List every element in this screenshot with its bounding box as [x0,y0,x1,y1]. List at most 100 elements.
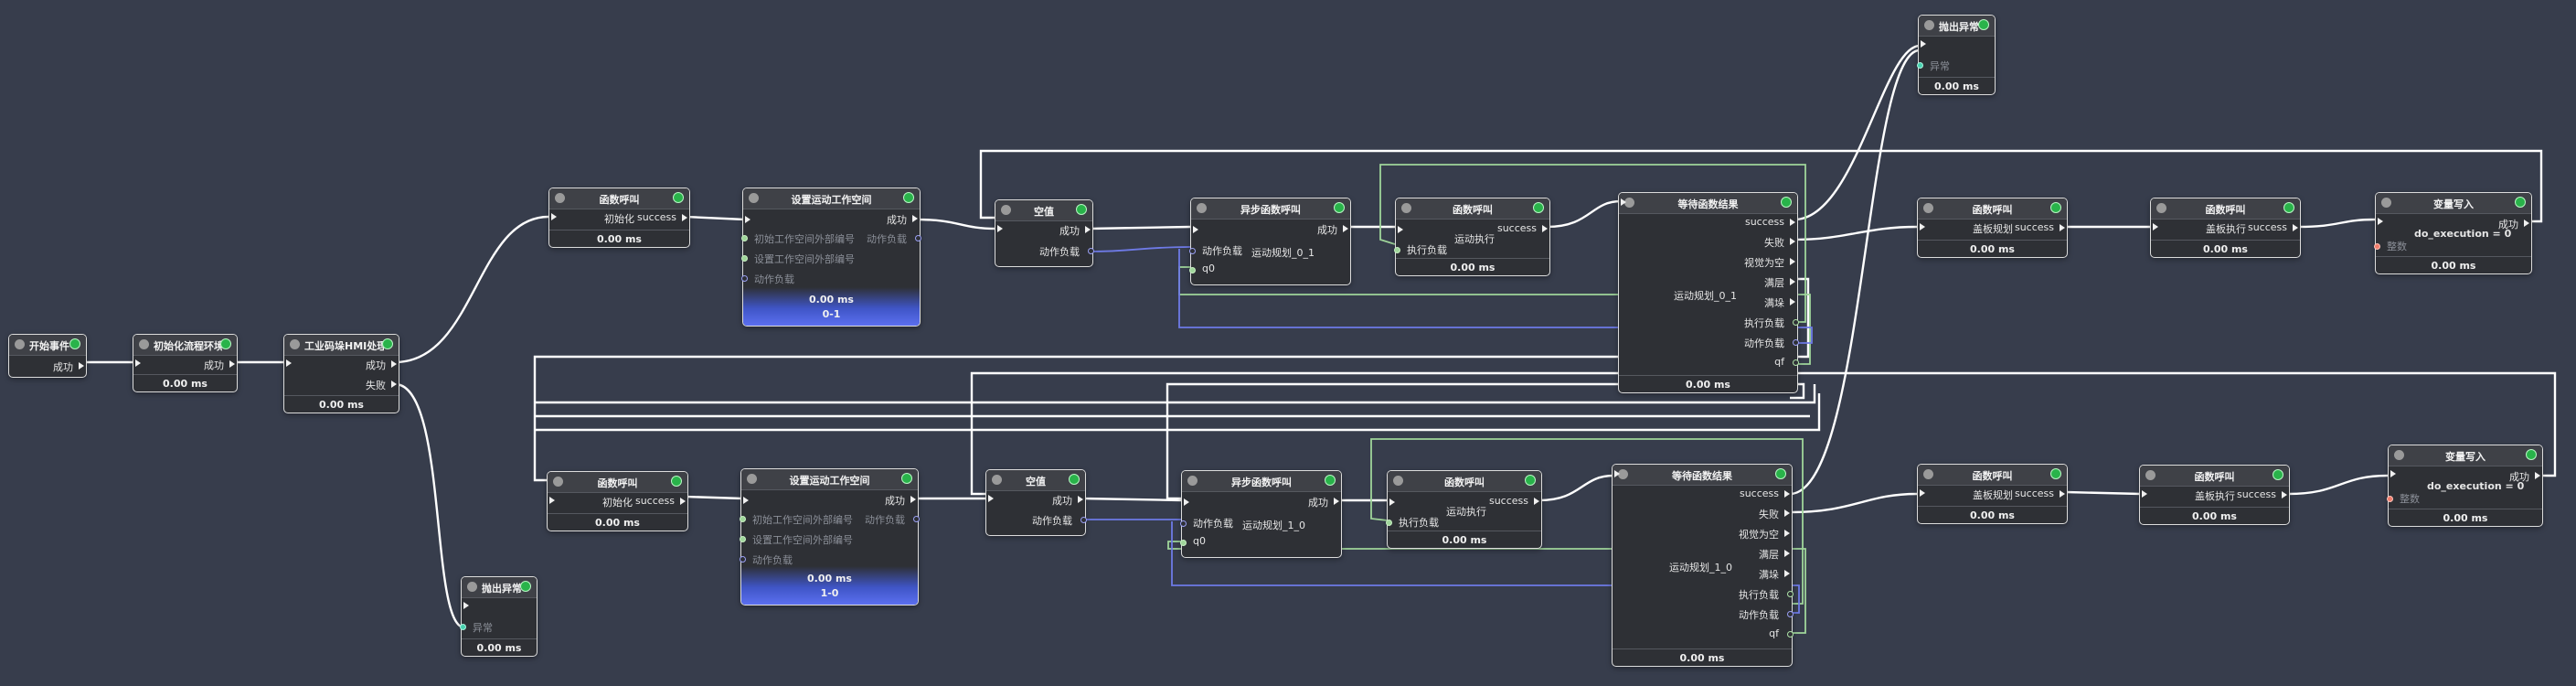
in-payload-pin[interactable] [1189,248,1196,254]
in-payload-pin[interactable] [740,556,746,563]
exec-out-port[interactable] [1784,509,1790,517]
out-payload-pin[interactable] [1080,517,1087,523]
node-fn-call-plan-top[interactable]: 函数呼叫 盖板规划 success 0.00 ms [1917,198,2068,258]
exec-in-port[interactable] [551,213,557,220]
node-fn-call-exec-top[interactable]: 函数呼叫 success 运动执行 执行负载 0.00 ms [1394,198,1550,276]
exec-out-port[interactable] [912,215,918,222]
exec-out-port[interactable] [2524,220,2529,227]
exec-out-port[interactable] [1343,225,1348,232]
node-async-call-top[interactable]: 异步函数呼叫 成功 动作负载 运动规划_0_1 q0 [1189,198,1351,285]
exec-in-port[interactable] [1920,489,1925,497]
node-fn-call-run-bottom[interactable]: 函数呼叫 盖板执行 success 0.00 ms [2139,465,2290,525]
exec-out-port[interactable] [2535,472,2540,479]
exec-in-port[interactable] [1193,226,1198,233]
in-q0-pin[interactable] [1189,267,1196,273]
in-integer-pin[interactable] [2374,243,2380,250]
node-var-write-top[interactable]: 变量写入 成功 do_execution = 0 整数 0.00 ms [2374,192,2532,274]
exec-out-port[interactable] [2282,491,2287,498]
in-integer-pin[interactable] [2387,496,2393,502]
exec-out-port[interactable] [1784,490,1790,498]
node-fn-call-init-top[interactable]: 函数呼叫 初始化 success 0.00 ms [548,188,690,248]
exec-out-port[interactable] [682,214,687,221]
exec-out-port[interactable] [680,498,686,505]
exec-out-port[interactable] [1085,226,1091,233]
exec-in-port[interactable] [2142,490,2147,498]
out-payload-pin[interactable] [913,516,920,522]
node-null-top[interactable]: 空值 成功 动作负载 [995,199,1094,267]
exec-out-port[interactable] [1542,225,1548,232]
in-exec-payload-pin[interactable] [1394,247,1400,253]
exec-in-port[interactable] [463,602,469,609]
exec-in-port[interactable] [1614,470,1620,477]
node-wait-result-top[interactable]: 等待函数结果 success 失败 视觉为空 满层 运动规划_0_1 满垛 执行… [1618,192,1799,393]
in-exec-payload-pin[interactable] [1386,520,1392,526]
exec-in-port[interactable] [743,497,749,504]
out-exec-payload-pin[interactable] [1793,319,1799,326]
exec-in-port[interactable] [988,495,994,502]
node-hmi-process[interactable]: 工业码垛HMI处理 成功 失败 0.00 ms [283,334,399,413]
exec-out-port[interactable] [1078,496,1083,503]
node-start-event[interactable]: 开始事件 成功 [8,334,87,378]
exec-out-port[interactable] [1334,498,1339,505]
node-throw-exception-top[interactable]: 抛出异常 异常 0.00 ms [1917,15,1996,95]
exec-in-port[interactable] [1920,223,1925,230]
exec-in-port[interactable] [997,225,1003,232]
in-set-ws-pin[interactable] [741,255,748,262]
out-exec-payload-pin[interactable] [1787,591,1794,597]
out-qf-pin[interactable] [1787,631,1794,638]
in-set-ws-pin[interactable] [740,536,746,542]
exec-out-port[interactable] [1784,530,1790,537]
exec-out-port[interactable] [2060,490,2065,498]
exec-in-port[interactable] [1184,498,1189,506]
exec-in-port[interactable] [2153,223,2158,230]
node-fn-call-init-bottom[interactable]: 函数呼叫 初始化 success 0.00 ms [547,471,688,531]
node-fn-call-exec-bottom[interactable]: 函数呼叫 success 运动执行 执行负载 0.00 ms [1386,470,1542,549]
exec-out-port[interactable] [1784,550,1790,557]
exec-out-fail-port[interactable] [391,381,397,388]
node-fn-call-plan-bottom[interactable]: 函数呼叫 盖板规划 success 0.00 ms [1917,464,2068,524]
in-q0-pin[interactable] [1180,540,1187,546]
node-set-workspace-top[interactable]: 设置运动工作空间 成功 动作负载 初始工作空间外部编号 设置工作空间外部编号 动… [741,188,921,327]
node-throw-exception-bottom[interactable]: 抛出异常 异常 0.00 ms [460,576,538,657]
exec-in-port[interactable] [135,359,141,367]
node-init-env[interactable]: 初始化流程环境 成功 0.00 ms [133,334,238,392]
node-wait-result-bottom[interactable]: 等待函数结果 success 失败 视觉为空 满层 运动规划_1_0 满垛 执行… [1612,464,1794,667]
exec-out-port[interactable] [1790,258,1795,265]
in-payload-pin[interactable] [1180,520,1187,527]
out-payload-pin[interactable] [1793,339,1799,346]
in-payload-pin[interactable] [741,275,748,282]
exec-out-port[interactable] [79,362,84,370]
exec-out-port[interactable] [1534,498,1539,505]
exec-in-port[interactable] [1621,198,1626,206]
exec-out-success-port[interactable] [391,360,397,368]
exec-out-port[interactable] [1784,570,1790,577]
out-payload-pin[interactable] [1088,248,1094,254]
exec-in-port[interactable] [1398,226,1403,233]
node-set-workspace-bottom[interactable]: 设置运动工作空间 成功 动作负载 初始工作空间外部编号 设置工作空间外部编号 动… [740,468,920,606]
exec-in-port[interactable] [1389,498,1395,506]
exec-in-port[interactable] [2378,218,2383,225]
node-var-write-bottom[interactable]: 变量写入 成功 do_execution = 0 整数 0.00 ms [2387,445,2543,527]
exec-in-port[interactable] [549,497,555,504]
exec-out-port[interactable] [1790,278,1795,285]
exec-in-port[interactable] [745,216,750,223]
exec-out-port[interactable] [1790,298,1795,305]
exec-out-port[interactable] [229,360,235,368]
exec-out-port[interactable] [2293,224,2298,231]
out-qf-pin[interactable] [1793,359,1799,366]
exec-in-port[interactable] [286,359,292,367]
node-null-bottom[interactable]: 空值 成功 动作负载 [985,469,1087,536]
out-payload-pin[interactable] [915,235,921,241]
exec-out-port[interactable] [1790,219,1795,226]
exec-out-port[interactable] [910,496,916,503]
node-async-call-bottom[interactable]: 异步函数呼叫 成功 动作负载 运动规划_1_0 q0 [1180,470,1342,558]
exec-in-port[interactable] [2390,470,2396,477]
exec-in-port[interactable] [1921,40,1926,48]
node-fn-call-run-top[interactable]: 函数呼叫 盖板执行 success 0.00 ms [2150,198,2301,258]
exception-in-pin[interactable] [1917,62,1923,69]
in-start-ws-pin[interactable] [741,235,748,241]
exception-in-pin[interactable] [460,624,466,630]
exec-out-port[interactable] [2060,224,2065,231]
out-payload-pin[interactable] [1787,611,1794,617]
exec-out-port[interactable] [1790,238,1795,245]
